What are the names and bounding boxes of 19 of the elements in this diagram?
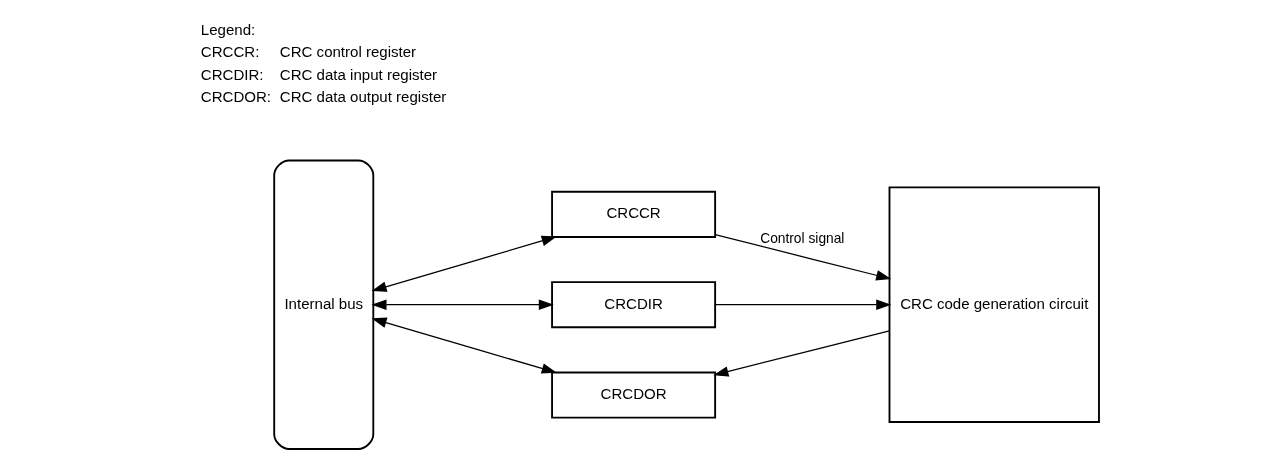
arrow bbox=[712, 330, 890, 377]
label: CRCCR: bbox=[200, 43, 259, 61]
node-box: CRCCR bbox=[550, 190, 716, 238]
node-box: CRCDIR bbox=[550, 281, 716, 329]
arrow bbox=[370, 299, 554, 310]
label: CRC data input register bbox=[279, 65, 437, 83]
node-box: CRC code generation circuit bbox=[888, 186, 1100, 423]
label: CRC data output register bbox=[279, 88, 446, 106]
edge-label: Control signal bbox=[759, 230, 844, 246]
label: CRC control register bbox=[279, 43, 416, 61]
node-box: Internal bus bbox=[272, 159, 374, 450]
label: CRCDIR: bbox=[200, 65, 264, 83]
arrow bbox=[714, 299, 891, 310]
arrow bbox=[371, 235, 557, 292]
arrow bbox=[714, 234, 891, 281]
label: CRCDOR: bbox=[200, 88, 271, 106]
arrow bbox=[371, 317, 557, 374]
label: Legend: bbox=[200, 20, 255, 38]
node-box: CRCDOR bbox=[550, 371, 716, 419]
